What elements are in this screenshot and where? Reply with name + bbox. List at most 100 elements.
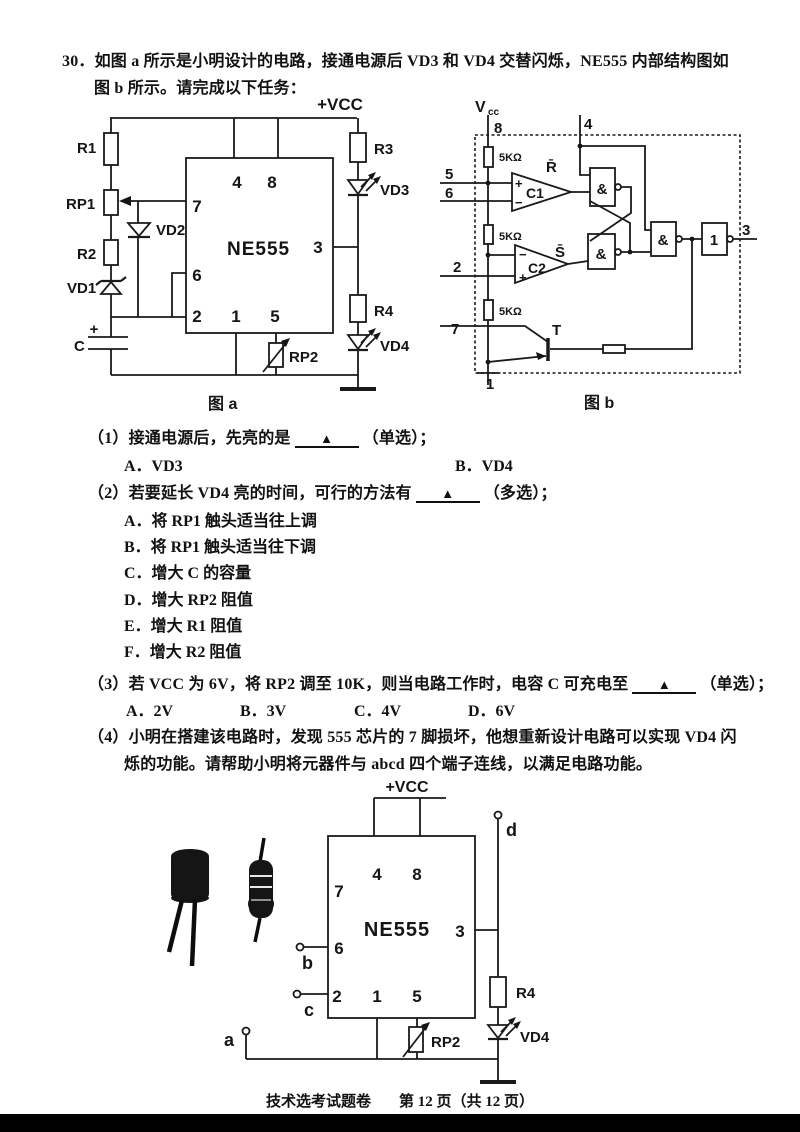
q1-option-b: B．VD4 bbox=[455, 458, 513, 475]
fig-b-res1-label: 5KΩ bbox=[499, 152, 522, 164]
q2-option-e: E．增大 R1 阻值 bbox=[124, 618, 243, 635]
q2-option-b: B．将 RP1 触头适当往下调 bbox=[124, 539, 317, 556]
q3-option-b: B．3V bbox=[240, 703, 287, 720]
q3-option-a: A．2V bbox=[126, 703, 174, 720]
fig-b-c2-output-wire bbox=[567, 260, 589, 265]
fig-b-nand-upper-bubble-icon bbox=[614, 183, 622, 191]
fig-a-caption: 图 a bbox=[208, 395, 237, 413]
fig-b-pin7-label: 7 bbox=[451, 321, 459, 338]
fig-c-pin5-label: 5 bbox=[412, 987, 421, 1006]
fig-a-diode-vd2 bbox=[126, 222, 152, 238]
question-2: （2）若要延长 VD4 亮的时间，可行的方法有▲（多选）； bbox=[88, 479, 557, 503]
scan-edge-bar bbox=[0, 1114, 800, 1132]
figure-b-circuit: V cc 8 5KΩ 5KΩ 5KΩ 1 5 6 2 7 + − C1 R̄ bbox=[440, 99, 757, 412]
fig-a-r3-label: R3 bbox=[374, 141, 393, 158]
fig-a-pin3-label: 3 bbox=[313, 238, 322, 257]
q3-label: （3） bbox=[88, 676, 129, 693]
fig-a-rp1-label: RP1 bbox=[66, 196, 95, 213]
fig-a-potentiometer-rp1 bbox=[103, 189, 119, 216]
fig-b-cross-wire-2 bbox=[589, 200, 651, 253]
fig-b-nand-output-symbol: & bbox=[658, 232, 669, 249]
fig-b-divider-resistor-3 bbox=[483, 299, 494, 321]
fig-c-vd4-label: VD4 bbox=[520, 1029, 550, 1046]
fig-b-pin6-label: 6 bbox=[445, 185, 453, 202]
q1-answer-blank: ▲ bbox=[294, 432, 359, 448]
fig-b-pin7-wire bbox=[440, 325, 549, 343]
fig-b-emitter-arrow-icon bbox=[536, 352, 546, 360]
fig-a-rp2-arrow bbox=[262, 341, 288, 373]
fig-a-resistor-r3 bbox=[349, 132, 367, 163]
q2-option-a: A．将 RP1 触头适当往上调 bbox=[124, 513, 317, 530]
fig-b-c2-minus: − bbox=[519, 247, 527, 262]
question-number: 30． bbox=[62, 53, 95, 70]
figure-a-circuit: +VCC R1 RP1 R2 VD1 + C VD2 NE555 bbox=[66, 95, 410, 413]
fig-c-terminal-a-node bbox=[241, 1026, 251, 1036]
q2-label: （2） bbox=[88, 485, 129, 502]
fig-b-pin1-label: 1 bbox=[486, 376, 494, 393]
fig-c-resistor-component-icon bbox=[248, 837, 274, 943]
fig-c-led-vd4 bbox=[486, 1024, 510, 1040]
fig-b-base-resistor bbox=[602, 344, 626, 354]
fig-c-terminal-a-label: a bbox=[224, 1030, 235, 1050]
fig-c-pin6-label: 6 bbox=[334, 939, 343, 958]
fig-c-ne555-chip bbox=[327, 835, 476, 1019]
fig-c-terminal-b-node bbox=[295, 942, 305, 952]
question-intro-line2: 图 b 所示。请完成以下任务： bbox=[94, 80, 306, 97]
fig-b-comparator-c1 bbox=[511, 171, 574, 213]
fig-c-pin7-label: 7 bbox=[334, 882, 343, 901]
fig-c-pin3-label: 3 bbox=[455, 922, 464, 941]
q3-option-c: C．4V bbox=[354, 703, 402, 720]
fig-a-resistor-r4 bbox=[349, 294, 367, 323]
q3-suffix: （单选）； bbox=[700, 676, 774, 693]
fig-b-base-feed-wire bbox=[550, 239, 693, 350]
question-intro-line1: 30．如图 a 所示是小明设计的电路，接通电源后 VD3 和 VD4 交替闪烁，… bbox=[62, 47, 729, 71]
fig-c-pin4-label: 4 bbox=[372, 865, 382, 884]
question-intro-text: 如图 a 所示是小明设计的电路，接通电源后 VD3 和 VD4 交替闪烁，NE5… bbox=[94, 53, 729, 70]
fig-a-pin2-label: 2 bbox=[192, 307, 201, 326]
fig-c-terminal-b-label: b bbox=[302, 953, 313, 973]
fig-b-vcc-label: V bbox=[475, 99, 486, 116]
fig-a-cap-plus-sign: + bbox=[90, 321, 99, 338]
fig-b-nand-upper-symbol: & bbox=[597, 181, 608, 198]
fig-b-nand-lower-bubble-icon bbox=[614, 248, 622, 256]
question-1: （1）接通电源后，先亮的是▲（单选）； bbox=[88, 424, 436, 448]
fig-a-led-vd4 bbox=[346, 334, 370, 351]
fig-a-rp1-wiper-arrow-icon bbox=[119, 196, 131, 206]
q1-option-a: A．VD3 bbox=[124, 458, 183, 475]
fig-a-vd2-label: VD2 bbox=[156, 222, 185, 239]
fig-a-resistor-r1 bbox=[103, 132, 119, 166]
fig-b-vcc-subscript: cc bbox=[488, 107, 500, 118]
fig-b-pin4-wire bbox=[579, 115, 651, 231]
q2-text: 若要延长 VD4 亮的时间，可行的方法有 bbox=[128, 485, 412, 502]
fig-a-pin1-label: 1 bbox=[231, 307, 240, 326]
fig-a-pin5-label: 5 bbox=[270, 307, 279, 326]
fig-b-caption: 图 b bbox=[584, 394, 614, 412]
fig-c-capacitor-component-icon bbox=[166, 849, 209, 967]
fig-a-resistor-r2 bbox=[103, 239, 119, 266]
fig-a-pin6-wire bbox=[171, 272, 186, 317]
fig-c-terminal-d-node bbox=[493, 810, 503, 820]
fig-b-rbar-label: R̄ bbox=[546, 158, 557, 176]
fig-a-cap-label: C bbox=[74, 338, 85, 355]
fig-c-pin2-label: 2 bbox=[332, 987, 341, 1006]
fig-a-chip-label: NE555 bbox=[227, 239, 290, 260]
fig-b-pin4-label: 4 bbox=[584, 116, 593, 133]
fig-b-c2-label: C2 bbox=[528, 260, 546, 276]
fig-a-pin8-label: 8 bbox=[267, 173, 276, 192]
fig-b-c2-plus: + bbox=[519, 270, 527, 285]
fig-b-buffer-symbol: 1 bbox=[710, 232, 718, 249]
fig-c-terminal-d-label: d bbox=[506, 820, 517, 840]
fig-c-vcc-label: +VCC bbox=[385, 779, 429, 796]
fig-b-pin3-label: 3 bbox=[742, 222, 750, 239]
q4-text-line1: 小明在搭建该电路时，发现 555 芯片的 7 脚损坏，他想重新设计电路可以实现 … bbox=[128, 729, 737, 746]
fig-a-pin6-label: 6 bbox=[192, 266, 201, 285]
fig-b-pin2-label: 2 bbox=[453, 259, 461, 276]
fig-c-pin8-label: 8 bbox=[412, 865, 421, 884]
fig-b-nand-output-bubble-icon bbox=[675, 235, 683, 243]
question-4-line2: 烁的功能。请帮助小明将元器件与 abcd 四个端子连线，以满足电路功能。 bbox=[124, 756, 653, 773]
footer-page-number: 第 12 页（共 12 页） bbox=[399, 1094, 535, 1110]
fig-a-led-vd3 bbox=[346, 179, 370, 196]
fig-a-vcc-label: +VCC bbox=[317, 95, 363, 114]
question-4-line1: （4）小明在搭建该电路时，发现 555 芯片的 7 脚损坏，他想重新设计电路可以… bbox=[88, 723, 737, 747]
